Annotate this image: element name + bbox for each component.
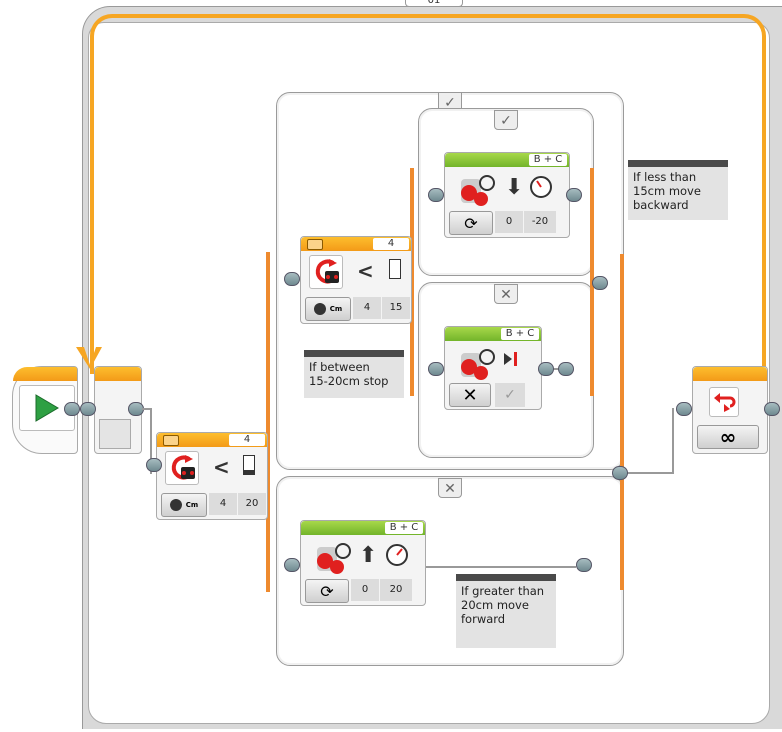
seq-wire (426, 566, 576, 568)
mode-selector-on[interactable]: ⟳ (305, 579, 349, 603)
arrow-up-icon: ⬆ (359, 543, 378, 568)
port-selector[interactable]: 4 (229, 434, 265, 446)
loop-end-in-plug[interactable] (676, 402, 692, 416)
param-power[interactable]: 20 (380, 579, 412, 601)
outer-switch-wire-left (266, 252, 270, 592)
outer-case-out-plug[interactable] (576, 558, 592, 572)
move-header: B + C (445, 327, 541, 341)
loop-end-out-plug[interactable] (764, 402, 780, 416)
param-power[interactable]: -20 (524, 211, 556, 233)
seq-wire (624, 472, 674, 474)
motor-steering-icon (459, 347, 495, 385)
brake-check-icon[interactable]: ✓ (495, 383, 525, 407)
outer-switch-out-plug[interactable] (612, 466, 628, 480)
seq-wire (672, 408, 674, 474)
param-steering[interactable]: 0 (351, 579, 379, 601)
compare-less-than-icon: < (357, 259, 374, 283)
stop-icon (503, 351, 519, 371)
inner-switch-block[interactable]: 4 < Cm 4 15 (300, 236, 412, 324)
speed-gauge-icon (529, 175, 553, 203)
mode-selector-cm[interactable]: Cm (305, 297, 351, 321)
inner-case-true-tab[interactable]: ✓ (494, 110, 518, 130)
move-in-plug[interactable] (284, 558, 300, 572)
speed-gauge-icon (385, 543, 409, 571)
param-steering[interactable]: 0 (495, 211, 523, 233)
port-selector[interactable]: 4 (373, 238, 409, 250)
start-block-header (13, 367, 77, 381)
move-in-plug[interactable] (428, 362, 444, 376)
mode-selector-off[interactable]: ✕ (449, 383, 491, 407)
comment-stop[interactable]: If between 15-20cm stop (304, 350, 404, 398)
loop-start-slot (99, 419, 131, 449)
outer-switch-block[interactable]: 4 < Cm 4 20 (156, 432, 268, 520)
loop-end-block[interactable]: ∞ (692, 366, 768, 454)
loop-start-block[interactable] (94, 366, 142, 454)
inner-case-out-plug[interactable] (558, 362, 574, 376)
seq-wire (142, 408, 152, 410)
ports-selector[interactable]: B + C (501, 328, 539, 340)
move-steering-block-backward[interactable]: B + C ⬇ ⟳ 0 -20 (444, 152, 570, 238)
switch-header: 4 (301, 237, 411, 251)
ultrasonic-sensor-icon (165, 451, 199, 485)
param-threshold[interactable]: 15 (382, 297, 410, 319)
comment-forward[interactable]: If greater than 20cm move forward (456, 574, 556, 648)
loop-start-header (95, 367, 141, 381)
outer-switch-wire-right (620, 254, 624, 590)
param-threshold[interactable]: 20 (238, 493, 266, 515)
switch-icon (307, 239, 323, 250)
motor-steering-icon (315, 541, 351, 579)
ports-selector[interactable]: B + C (529, 154, 567, 166)
loop-arrows-icon (709, 387, 739, 417)
move-steering-block-stop[interactable]: B + C ✕ ✓ (444, 326, 542, 410)
compare-less-than-icon: < (213, 455, 230, 479)
loop-mode-unlimited[interactable]: ∞ (697, 425, 759, 449)
ports-selector[interactable]: B + C (385, 522, 423, 534)
param-port[interactable]: 4 (353, 297, 381, 319)
loop-top-tab[interactable]: 01 (405, 0, 463, 7)
threshold-icon (243, 455, 255, 475)
switch-icon (163, 435, 179, 446)
move-out-plug[interactable] (538, 362, 554, 376)
seq-wire (150, 408, 152, 474)
move-out-plug[interactable] (566, 188, 582, 202)
inner-switch-wire-left (410, 168, 414, 396)
threshold-icon (389, 259, 401, 279)
inner-switch-out-plug[interactable] (592, 276, 608, 290)
loop-wire (90, 14, 766, 374)
ultrasonic-sensor-icon (309, 255, 343, 289)
mode-selector-cm[interactable]: Cm (161, 493, 207, 517)
move-in-plug[interactable] (428, 188, 444, 202)
inner-switch-in-plug[interactable] (284, 272, 300, 286)
loop-pointer-icon (76, 347, 102, 369)
param-port[interactable]: 4 (209, 493, 237, 515)
switch-header: 4 (157, 433, 267, 447)
outer-switch-in-plug[interactable] (146, 458, 162, 472)
move-header: B + C (445, 153, 569, 167)
arrow-down-icon: ⬇ (505, 175, 524, 200)
move-steering-block-forward[interactable]: B + C ⬆ ⟳ 0 20 (300, 520, 426, 606)
mode-selector-on[interactable]: ⟳ (449, 211, 493, 235)
loop-in-plug[interactable] (80, 402, 96, 416)
move-header: B + C (301, 521, 425, 535)
start-out-plug[interactable] (64, 402, 80, 416)
loop-end-header (693, 367, 767, 381)
motor-steering-icon (459, 173, 495, 211)
inner-case-false-tab[interactable]: ✕ (494, 284, 518, 304)
outer-case-false-tab[interactable]: ✕ (438, 478, 462, 498)
comment-backward[interactable]: If less than 15cm move backward (628, 160, 728, 220)
